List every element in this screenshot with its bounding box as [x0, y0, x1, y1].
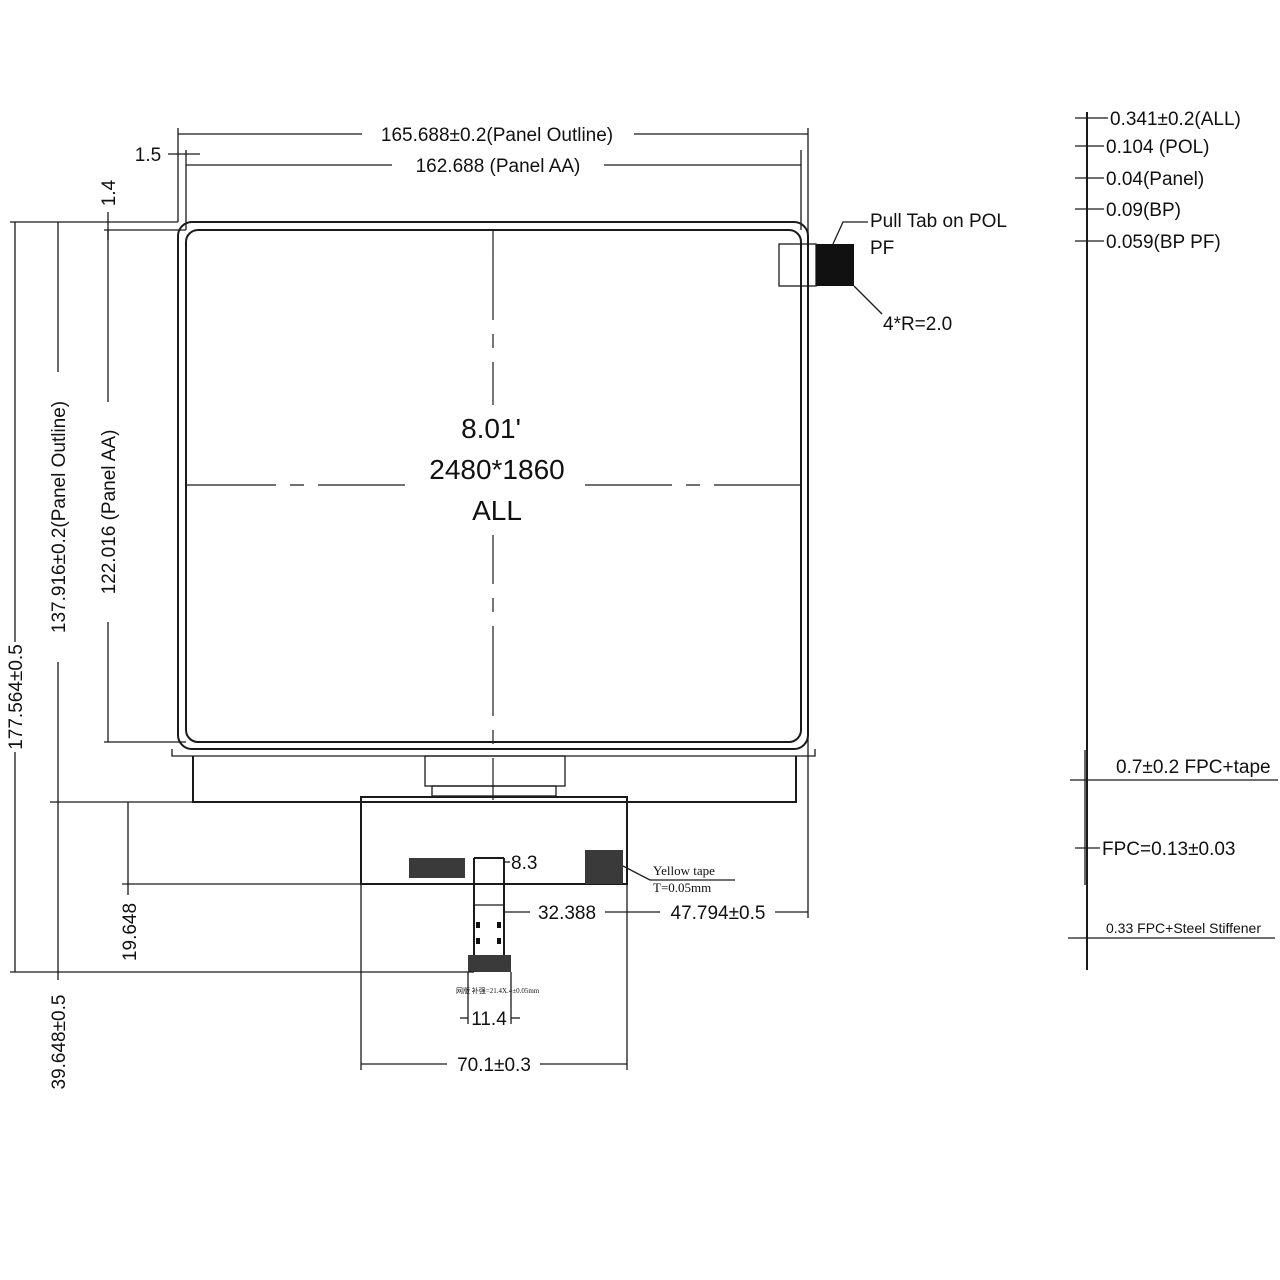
corner-radius-leader: [853, 285, 883, 315]
dim-fpc-19-648: 19.648: [120, 903, 141, 961]
panel-bottom-ledge: [171, 749, 816, 757]
fpc-connector: [468, 955, 511, 972]
dim-total-height: 177.564±0.5: [6, 644, 27, 750]
panel-body: 8.01' 2480*1860 ALL: [171, 221, 816, 803]
stack-fpc-tape: 0.7±0.2 FPC+tape: [1116, 757, 1271, 778]
fpc-tail: [473, 857, 505, 955]
pull-tab-label-line1: Pull Tab on POL: [870, 211, 1007, 232]
top-dimensions: 165.688±0.2(Panel Outline) 162.688 (Pane…: [135, 125, 809, 230]
dim-fpc-32-388: 32.388: [538, 903, 596, 924]
yellow-tape-leader: [622, 865, 735, 881]
pull-tab: Pull Tab on POL PF 4*R=2.0: [778, 211, 1007, 335]
ic-region: [424, 755, 566, 787]
stack-all: 0.341±0.2(ALL): [1110, 109, 1241, 130]
dim-panel-aa-height: 122.016 (Panel AA): [99, 430, 120, 595]
fpc-dimensions: 8.3 32.388 47.794±0.5 11.4 70.1±0.3: [360, 222, 809, 1076]
dim-fpc-height: 39.648±0.5: [49, 995, 70, 1090]
dim-fpc-47-794: 47.794±0.5: [671, 903, 766, 924]
dim-offset-1-4: 1.4: [99, 179, 120, 206]
panel-all-label: ALL: [472, 495, 522, 526]
bonding-region: [192, 756, 797, 803]
panel-size-label: 8.01': [461, 413, 521, 444]
fpc-tail-tick-3: [476, 938, 480, 944]
stiffener-note: 网版 补强=21.4X.4±0.05mm: [456, 986, 540, 995]
yellow-tape: [585, 850, 623, 884]
label-mask: [405, 405, 585, 535]
stack-pol: 0.104 (POL): [1106, 137, 1210, 158]
stack-fpc-steel: 0.33 FPC+Steel Stiffener: [1106, 920, 1261, 936]
corner-radius-label: 4*R=2.0: [883, 314, 952, 335]
fpc: Yellow tape T=0.05mm 网版 补强=21.4X.4±0.05m…: [360, 796, 735, 995]
stack-bp: 0.09(BP): [1106, 200, 1181, 221]
dim-fpc-8-3: 8.3: [511, 853, 537, 874]
yellow-tape-label: Yellow tape: [653, 863, 715, 878]
fpc-left-tape: [409, 858, 465, 878]
left-dimensions: 177.564±0.5 137.916±0.2(Panel Outline) 1…: [6, 179, 474, 1089]
dim-panel-outline-width: 165.688±0.2(Panel Outline): [381, 125, 613, 146]
stack-bp-pf: 0.059(BP PF): [1106, 232, 1221, 253]
yellow-tape-thickness: T=0.05mm: [653, 880, 711, 895]
fpc-tail-tick-4: [497, 938, 501, 944]
pull-tab-solid: [816, 244, 854, 286]
stack-fpc: FPC=0.13±0.03: [1102, 839, 1235, 860]
stack-panel: 0.04(Panel): [1106, 169, 1204, 190]
dim-panel-outline-height: 137.916±0.2(Panel Outline): [49, 401, 70, 633]
dim-panel-aa-width: 162.688 (Panel AA): [416, 156, 581, 177]
fpc-tail-tick-1: [476, 922, 480, 928]
dim-offset-1-5: 1.5: [135, 145, 161, 166]
ic-chip: [431, 785, 557, 797]
panel-resolution-label: 2480*1860: [429, 454, 564, 485]
side-view: 0.341±0.2(ALL) 0.104 (POL) 0.04(Panel) 0…: [1068, 109, 1278, 970]
dim-fpc-70-1: 70.1±0.3: [457, 1055, 531, 1076]
pull-tab-outline: [778, 243, 817, 287]
fpc-tail-tick-2: [497, 922, 501, 928]
pull-tab-leader: [832, 221, 868, 245]
dim-fpc-11-4: 11.4: [471, 1009, 507, 1030]
pull-tab-label-line2: PF: [870, 238, 894, 259]
